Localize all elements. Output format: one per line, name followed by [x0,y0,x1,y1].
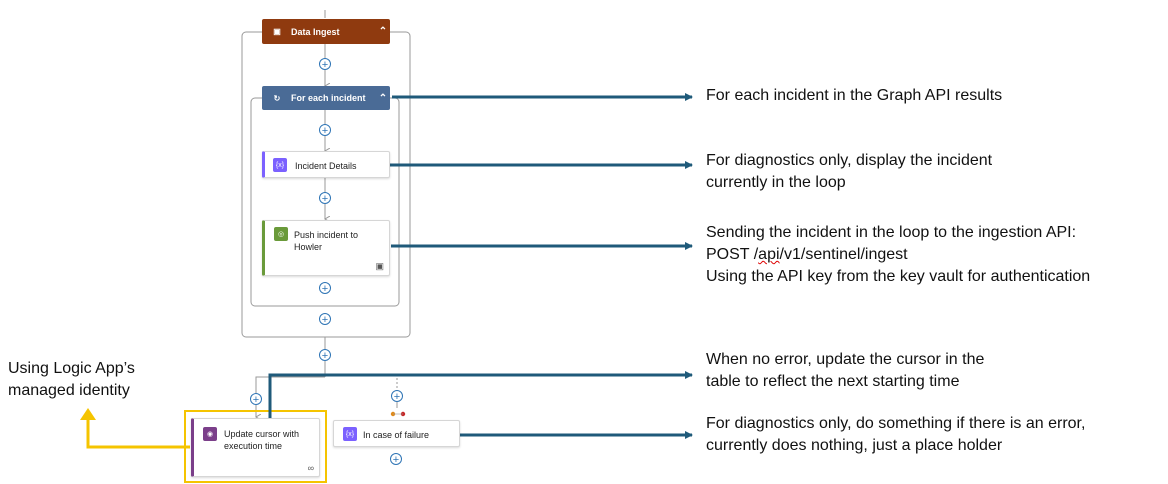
comment-icon[interactable]: ▣ [375,261,384,271]
arrow-managed-identity [86,418,190,449]
failure-card[interactable]: {x} In case of failure [333,420,460,447]
data-ingest-label: Data Ingest [291,26,340,37]
add-step-button[interactable]: + [391,390,403,403]
add-step-button[interactable]: + [319,313,331,326]
add-step-button[interactable]: + [250,393,262,406]
add-step-button[interactable]: + [319,282,331,295]
add-step-button[interactable]: + [319,192,331,205]
add-step-button[interactable]: + [319,349,331,362]
annotation-sending: Sending the incident in the loop to the … [706,224,1091,285]
chevron-up-icon[interactable]: ⌃ [378,92,388,104]
variable-icon: {x} [273,158,287,172]
arrow-update-cursor [268,371,693,421]
incident-details-card[interactable]: {x} Incident Details [262,151,390,178]
annotation-for-each: For each incident in the Graph API resul… [706,87,1003,104]
chevron-up-icon[interactable]: ⌃ [378,26,388,37]
incident-details-label: Incident Details [295,161,357,171]
scope-icon: ▣ [273,27,281,36]
add-step-button[interactable]: + [319,58,331,71]
add-step-button[interactable]: + [390,453,402,466]
link-icon[interactable]: ∞ [307,463,314,473]
data-ingest-header[interactable]: ▣ Data Ingest ⌃ [262,19,390,44]
failure-label: In case of failure [363,430,430,440]
annotation-diagnostics: For diagnostics only, display the incide… [706,152,993,191]
howler-icon: ◎ [274,227,288,241]
for-each-label: For each incident [291,93,366,103]
sql-icon: ◉ [203,427,217,441]
for-each-header[interactable]: ↻ For each incident ⌃ [262,86,390,110]
variable-icon: {x} [343,427,357,441]
loop-icon: ↻ [273,93,281,103]
add-step-button[interactable]: + [319,124,331,137]
annotation-failure: For diagnostics only, do something if th… [706,415,1086,454]
